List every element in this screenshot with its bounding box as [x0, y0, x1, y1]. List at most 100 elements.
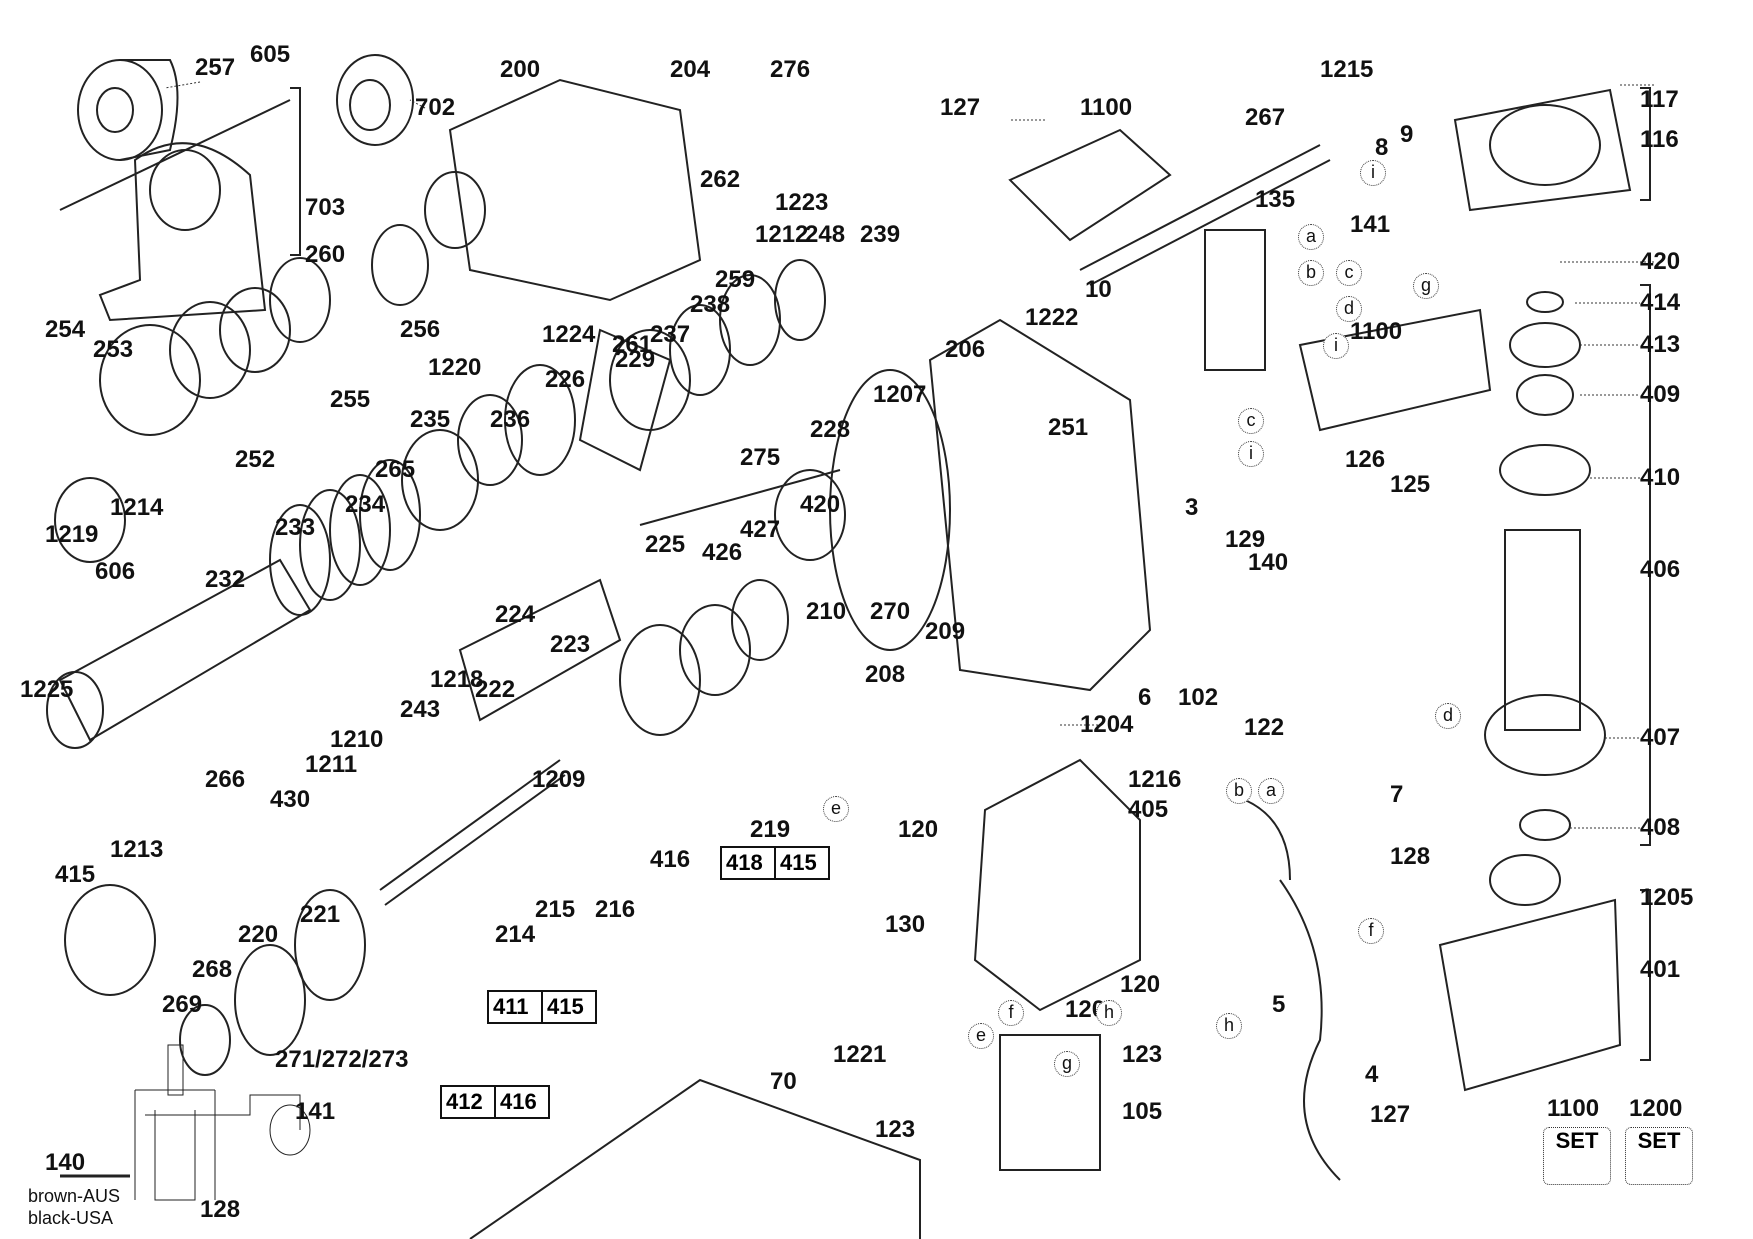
part-label-268: 268	[192, 956, 233, 983]
part-label-9: 9	[1400, 121, 1414, 148]
part-label-254: 254	[45, 316, 86, 343]
connector-marker-b: b	[1298, 260, 1324, 286]
part-label-1207: 1207	[873, 381, 927, 408]
part-label-265: 265	[375, 456, 416, 483]
part-label-210: 210	[806, 598, 847, 625]
part-label-408: 408	[1640, 814, 1681, 841]
part-label-221: 221	[300, 901, 341, 928]
part-label-1205: 1205	[1640, 884, 1694, 911]
rear-cap	[1438, 898, 1622, 1092]
part-label-253: 253	[93, 336, 134, 363]
connector-marker-a: a	[1298, 224, 1324, 250]
part-label-255: 255	[330, 386, 371, 413]
part-label-208: 208	[865, 661, 906, 688]
part-label-219: 219	[750, 816, 791, 843]
part-label-248: 248	[805, 221, 846, 248]
part-label-236: 236	[490, 406, 531, 433]
part-label-1224: 1224	[542, 321, 596, 348]
part-label-235: 235	[410, 406, 451, 433]
part-label-225: 225	[645, 531, 686, 558]
connector-marker-i: i	[1238, 441, 1264, 467]
part-label-239: 239	[860, 221, 901, 248]
part-label-1204: 1204	[1080, 711, 1134, 738]
part-label-1214: 1214	[110, 494, 164, 521]
armature	[1504, 529, 1581, 731]
part-label-1215: 1215	[1320, 56, 1374, 83]
part-label-1222: 1222	[1025, 304, 1079, 331]
part-label-259: 259	[715, 266, 756, 293]
part-label-126: 126	[1345, 446, 1386, 473]
part-label-200: 200	[500, 56, 541, 83]
handle-grip	[1008, 128, 1172, 242]
connector-marker-i: i	[1360, 160, 1386, 186]
connector-marker-c: c	[1238, 408, 1264, 434]
part-label-406: 406	[1640, 556, 1681, 583]
connector-marker-f: f	[1358, 918, 1384, 944]
part-label-237: 237	[650, 321, 691, 348]
connector-marker-g: g	[1054, 1051, 1080, 1077]
connector-marker-h: h	[1096, 1000, 1122, 1026]
part-label-226: 226	[545, 366, 586, 393]
part-label-1100: 1100	[1350, 318, 1403, 345]
part-label-214: 214	[495, 921, 536, 948]
part-label-120: 120	[1120, 971, 1161, 998]
connector-marker-d: d	[1336, 296, 1362, 322]
part-label-130: 130	[885, 911, 926, 938]
kit-cell: 415	[547, 994, 584, 1019]
part-label-222: 222	[475, 676, 516, 703]
part-label-269: 269	[162, 991, 203, 1018]
part-label-223: 223	[550, 631, 591, 658]
part-label-270: 270	[870, 598, 911, 625]
wiring-schematic	[60, 1044, 311, 1201]
motor-housing	[928, 318, 1152, 692]
part-label-206: 206	[945, 336, 986, 363]
part-label-209: 209	[925, 618, 966, 645]
part-label-233: 233	[275, 514, 316, 541]
wiring-note-usa: black-USA	[28, 1208, 114, 1228]
part-label-5: 5	[1272, 991, 1286, 1018]
part-label-220: 220	[238, 921, 279, 948]
kit-cell: 415	[780, 850, 817, 875]
part-label-215: 215	[535, 896, 576, 923]
part-label-702: 702	[415, 94, 456, 121]
part-label-1209: 1209	[532, 766, 586, 793]
part-label-409: 409	[1640, 381, 1681, 408]
part-label-229: 229	[615, 346, 656, 373]
part-label-252: 252	[235, 446, 276, 473]
side-handle	[98, 142, 267, 322]
part-label-413: 413	[1640, 331, 1681, 358]
carry-case	[469, 1078, 921, 1239]
part-label-232: 232	[205, 566, 246, 593]
part-label-1213: 1213	[110, 836, 164, 863]
spindle-tube	[58, 558, 312, 742]
part-label-123: 123	[1122, 1041, 1163, 1068]
part-label-1212: 1212	[755, 221, 809, 248]
part-label-1216: 1216	[1128, 766, 1182, 793]
part-label-1225: 1225	[20, 676, 74, 703]
set-number-1100: 1100	[1547, 1095, 1600, 1122]
part-label-102: 102	[1178, 684, 1219, 711]
connector-marker-b: b	[1226, 778, 1252, 804]
connector-marker-c: c	[1336, 260, 1362, 286]
part-label-128: 128	[1390, 843, 1431, 870]
connector-marker-e: e	[968, 1023, 994, 1049]
part-label-141: 141	[295, 1098, 336, 1125]
part-label-267: 267	[1245, 104, 1286, 131]
part-label-228: 228	[810, 416, 851, 443]
part-label-401: 401	[1640, 956, 1681, 983]
part-label-4: 4	[1365, 1061, 1379, 1088]
part-label-216: 216	[595, 896, 636, 923]
part-label-234: 234	[345, 491, 386, 518]
part-label-703: 703	[305, 194, 346, 221]
part-label-606: 606	[95, 558, 136, 585]
part-label-204: 204	[670, 56, 711, 83]
connector-marker-a: a	[1258, 778, 1284, 804]
part-label-427: 427	[740, 516, 781, 543]
wiring-note-aus: brown-AUS	[28, 1186, 121, 1206]
part-label-129: 129	[1225, 526, 1266, 553]
part-label-407: 407	[1640, 724, 1681, 751]
